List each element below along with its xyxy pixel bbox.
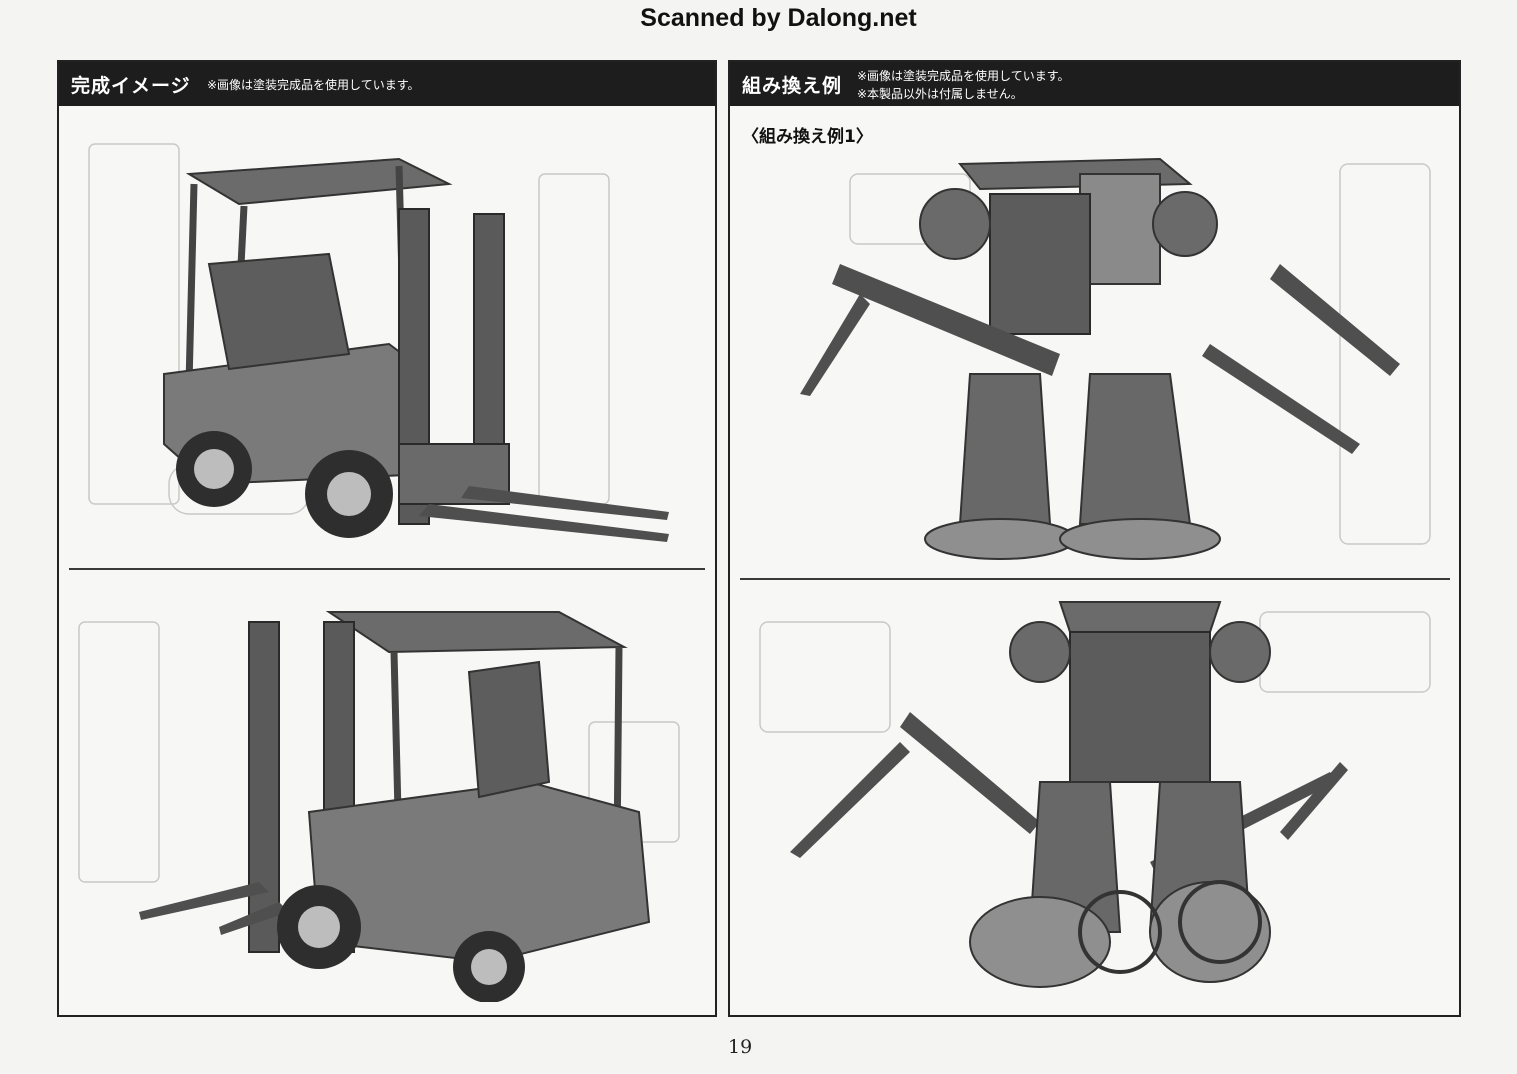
figure-divider bbox=[69, 568, 705, 570]
robot-mode-rear-photo bbox=[740, 592, 1450, 1002]
forklift-rear-photo bbox=[69, 582, 705, 1002]
forklift-front-photo bbox=[69, 114, 705, 562]
page-number: 19 bbox=[728, 1036, 753, 1058]
panel-title: 組み換え例 bbox=[742, 75, 843, 97]
rebuild-example-panel: 組み換え例 ※画像は塗装完成品を使用しています。 ※本製品以外は付属しません。 … bbox=[728, 60, 1461, 1017]
note-line: ※画像は塗装完成品を使用しています。 bbox=[857, 69, 1070, 83]
note-line: ※本製品以外は付属しません。 bbox=[857, 87, 1023, 101]
finished-image-panel: 完成イメージ ※画像は塗装完成品を使用しています。 bbox=[57, 60, 717, 1017]
panel-title: 完成イメージ bbox=[71, 75, 191, 97]
panel-note: ※画像は塗装完成品を使用しています。 bbox=[207, 78, 420, 92]
panel-note: ※画像は塗装完成品を使用しています。 ※本製品以外は付属しません。 bbox=[857, 67, 1070, 103]
robot-mode-front-photo bbox=[740, 144, 1450, 572]
section-label: 〈組み換え例1〉 bbox=[742, 127, 873, 147]
figure-divider bbox=[740, 578, 1450, 580]
panel-header: 完成イメージ ※画像は塗装完成品を使用しています。 bbox=[59, 62, 715, 106]
panel-header: 組み換え例 ※画像は塗装完成品を使用しています。 ※本製品以外は付属しません。 bbox=[730, 62, 1459, 106]
scan-credit: Scanned by Dalong.net bbox=[640, 4, 917, 32]
